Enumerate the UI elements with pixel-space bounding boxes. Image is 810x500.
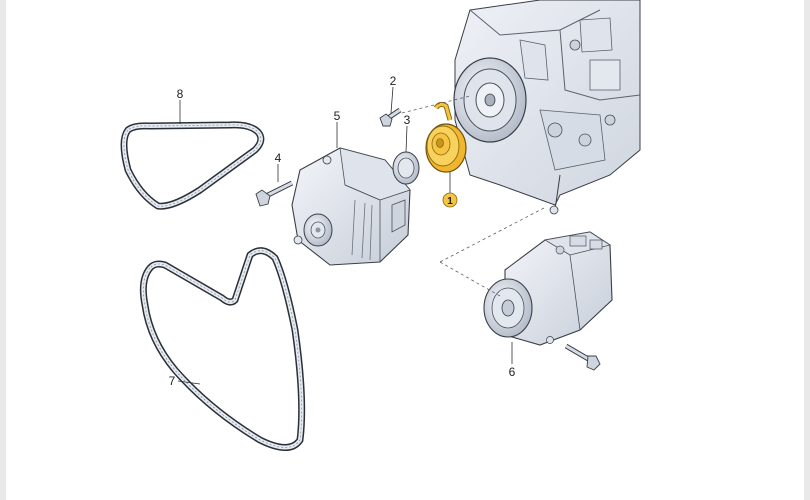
- right-frame-border: [804, 0, 810, 500]
- long-ribbed-belt: [139, 247, 306, 451]
- callout-1: 1: [447, 196, 453, 207]
- callout-8: 8: [177, 87, 184, 101]
- pulley-bolt: [379, 107, 402, 127]
- alternator: [291, 147, 411, 266]
- callout-5: 5: [334, 109, 341, 123]
- pulley-cap: [392, 151, 420, 185]
- engine-block: [454, 0, 641, 215]
- ac-compressor: [483, 231, 613, 346]
- callout-3: 3: [404, 113, 411, 127]
- callout-4: 4: [275, 151, 282, 165]
- left-frame-border: [0, 0, 6, 500]
- compressor-bolt: [564, 343, 601, 371]
- alignment-lines: [401, 95, 545, 297]
- callout-1-badge: 1: [442, 192, 458, 208]
- callout-6: 6: [509, 365, 516, 379]
- callout-7: 7: [169, 374, 176, 388]
- alternator-bolt: [255, 180, 294, 207]
- tensioner-pulley: [425, 101, 467, 173]
- leader-lines: [177, 86, 513, 385]
- crank-pulley: [453, 57, 527, 143]
- callout-2: 2: [390, 74, 397, 88]
- short-ribbed-belt: [120, 121, 265, 210]
